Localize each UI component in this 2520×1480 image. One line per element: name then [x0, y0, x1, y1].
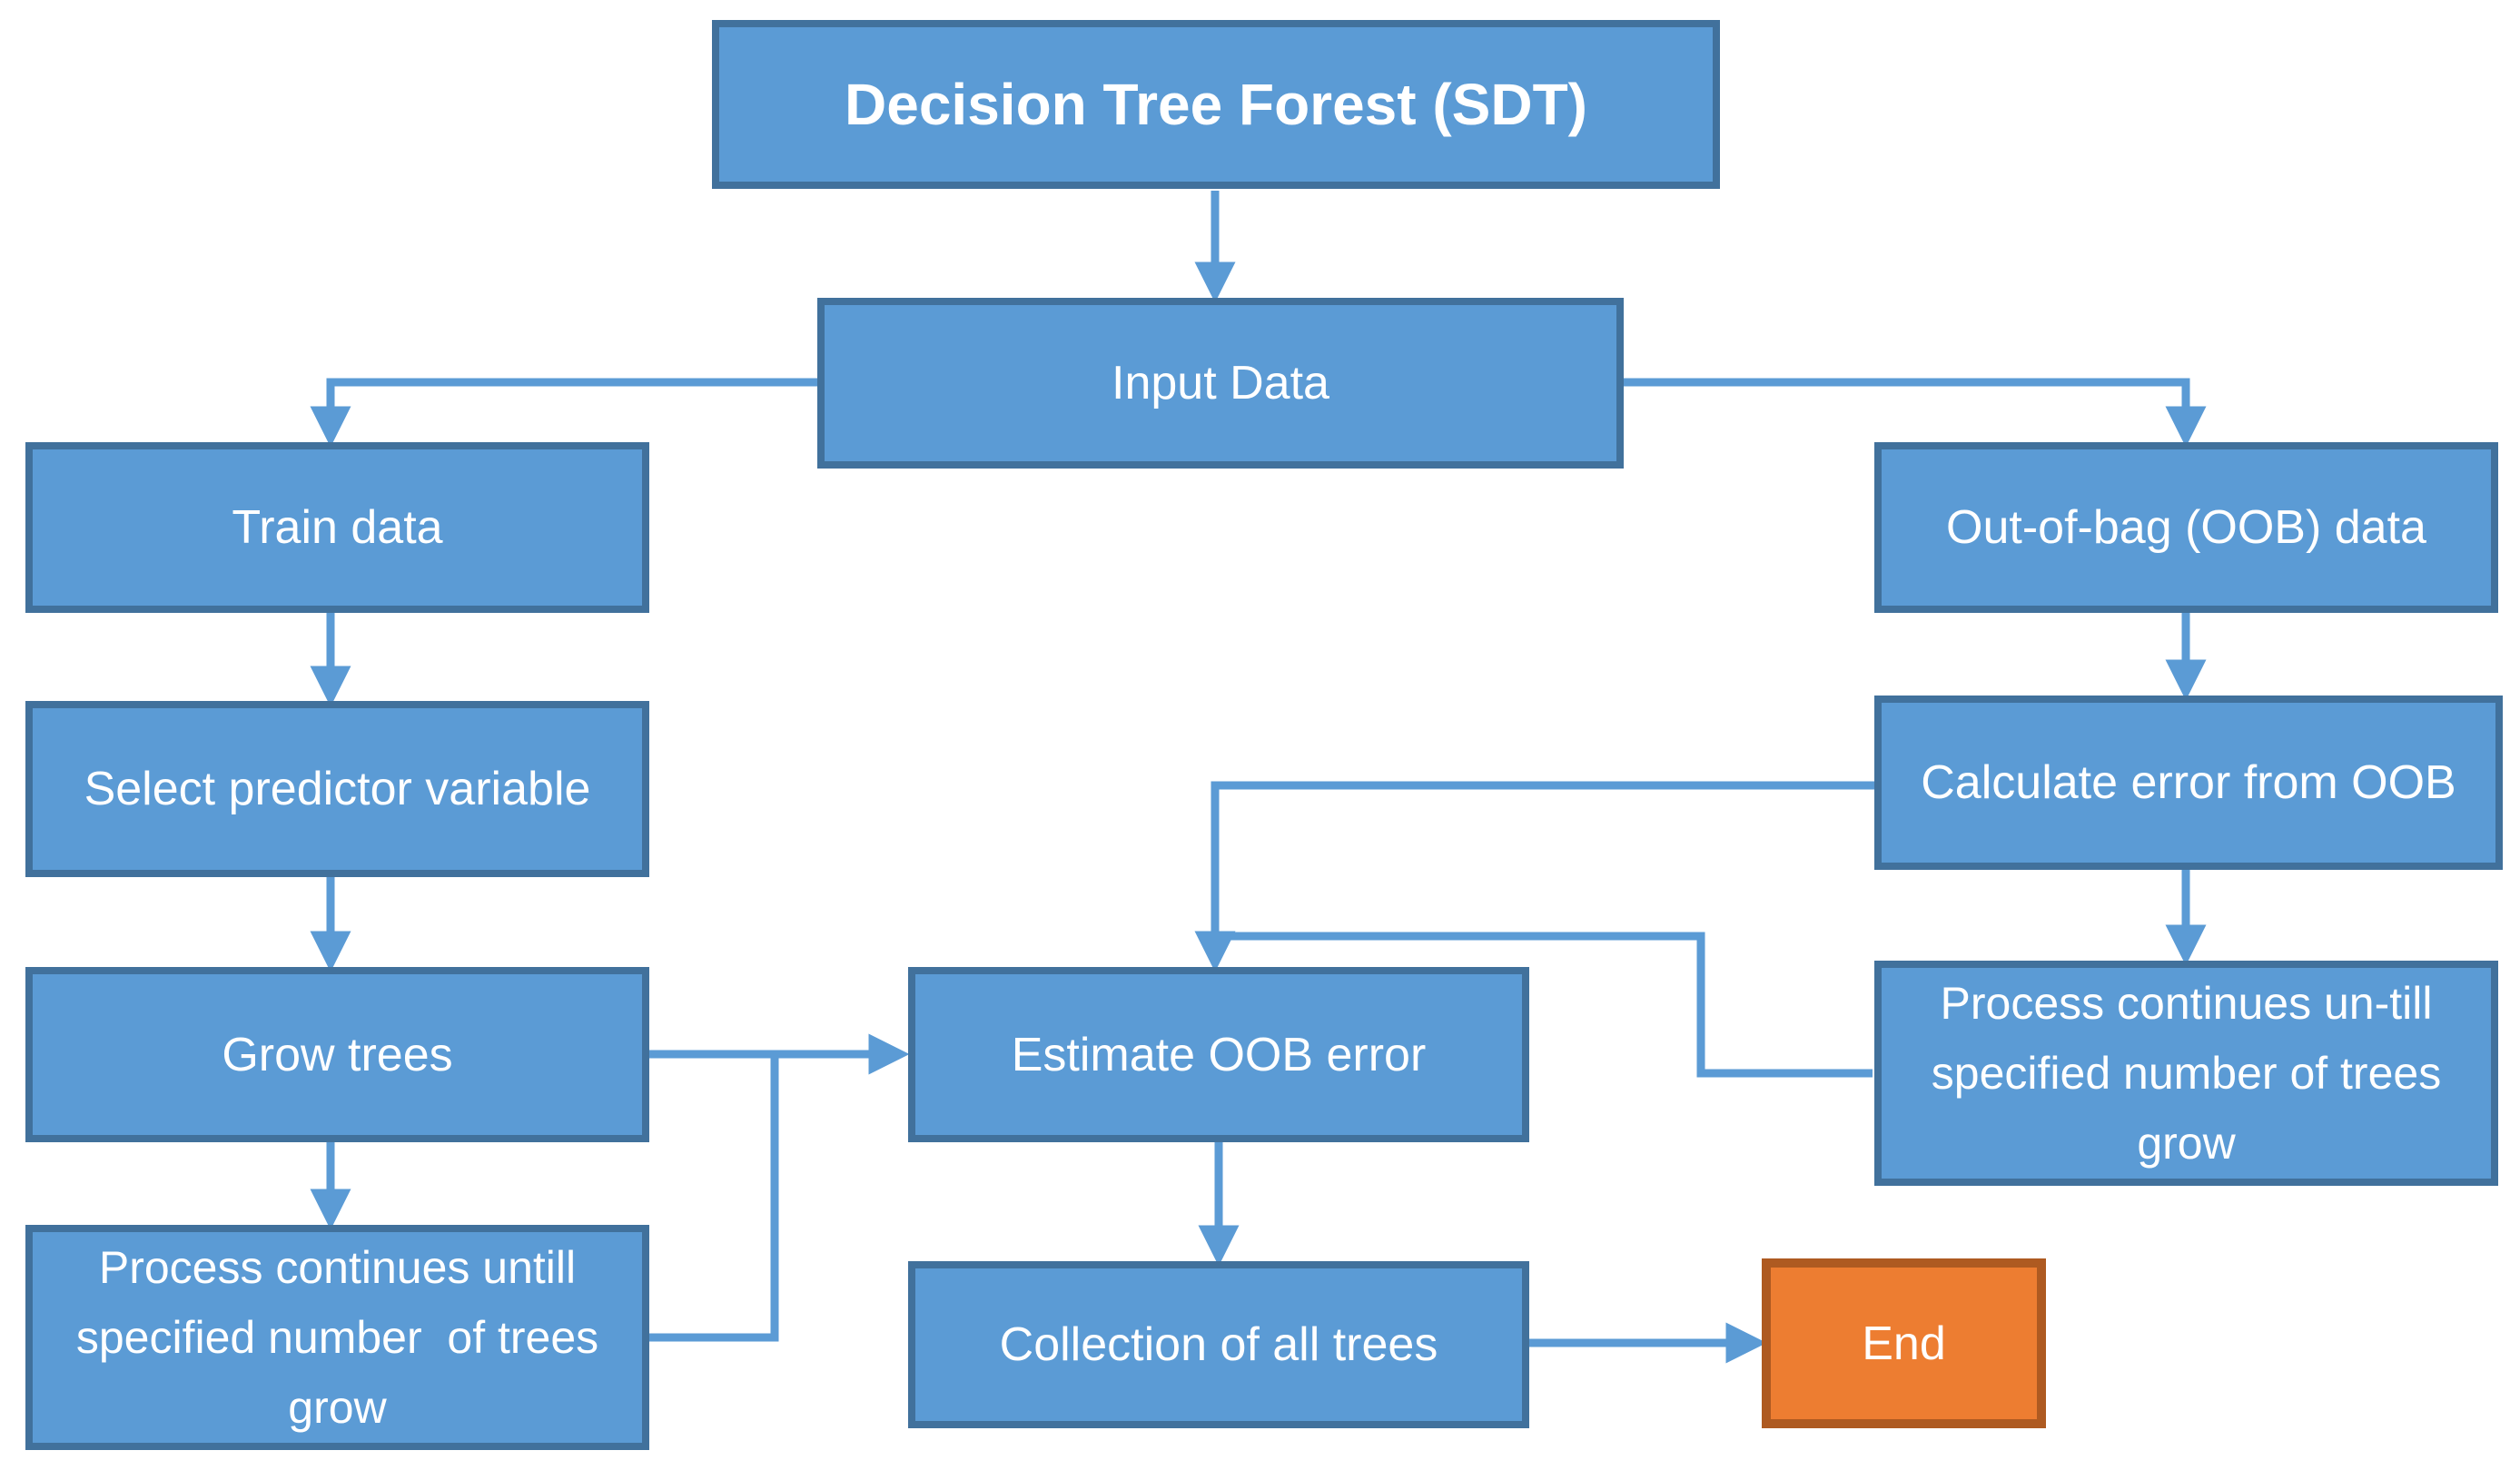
- node-grow-trees: Grow trees: [25, 967, 649, 1142]
- node-input-data: Input Data: [817, 298, 1624, 469]
- connector-input-to-oob: [1624, 378, 2207, 448]
- node-select-predictor-variable: Select predictor variable: [25, 701, 649, 877]
- node-estimate-oob-error-label: Estimate OOB error: [1011, 1028, 1427, 1081]
- node-process-continues-un-till: Process continues un-till specified numb…: [1874, 961, 2498, 1186]
- connector-calc-estimate-line-to-proc_right: [1219, 932, 1873, 1078]
- node-process-continues-untill-label: Process continues untill specified numbe…: [75, 1241, 599, 1433]
- node-calculate-error-from-oob-label: Calculate error from OOB: [1921, 756, 2456, 809]
- node-title-label: Decision Tree Forest (SDT): [845, 72, 1587, 137]
- node-collection-of-all-trees: Collection of all trees: [908, 1261, 1529, 1428]
- node-train-data: Train data: [25, 442, 649, 613]
- connector-proc_left-to-grow-estimate-line: [647, 1051, 779, 1342]
- node-out-of-bag-data: Out-of-bag (OOB) data: [1874, 442, 2498, 613]
- node-end: End: [1762, 1258, 2046, 1428]
- node-end-label: End: [1862, 1317, 1946, 1370]
- node-collection-of-all-trees-label: Collection of all trees: [999, 1318, 1438, 1371]
- connector-input-to-train: [310, 378, 817, 448]
- node-train-data-label: Train data: [232, 501, 443, 554]
- node-grow-trees-label: Grow trees: [222, 1028, 453, 1081]
- node-process-continues-untill: Process continues untill specified numbe…: [25, 1225, 649, 1450]
- node-process-continues-un-till-label: Process continues un-till specified numb…: [1931, 977, 2442, 1169]
- node-calculate-error-from-oob: Calculate error from OOB: [1874, 696, 2503, 870]
- node-estimate-oob-error: Estimate OOB error: [908, 967, 1529, 1142]
- node-select-predictor-variable-label: Select predictor variable: [84, 763, 591, 815]
- connector-calc-to-estimate: [1194, 781, 1874, 972]
- node-title: Decision Tree Forest (SDT): [712, 20, 1720, 189]
- node-out-of-bag-data-label: Out-of-bag (OOB) data: [1946, 501, 2426, 554]
- node-input-data-label: Input Data: [1112, 357, 1329, 409]
